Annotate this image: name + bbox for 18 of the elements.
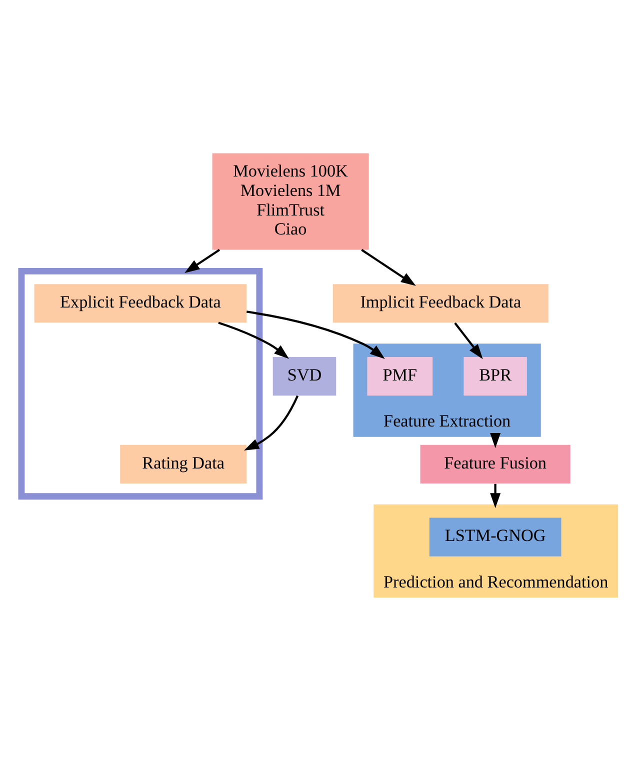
cluster [18, 268, 263, 500]
node-box: Movielens 100K Movielens 1M FlimTrust Ciao [212, 152, 369, 250]
arrow [246, 310, 385, 358]
arrow [361, 248, 416, 286]
node-box: Feature Fusion [420, 444, 570, 483]
arrow [184, 248, 220, 273]
node-box: BPR [464, 356, 527, 396]
arrow [490, 432, 501, 448]
arrow [244, 394, 299, 450]
node-box: Rating Data [120, 444, 247, 483]
node-box: LSTM-GNOG [429, 517, 562, 556]
arrow [454, 322, 483, 359]
node-box: Explicit Feedback Data [34, 284, 247, 322]
arrow [218, 321, 290, 358]
node-box: SVD [272, 356, 336, 396]
arrow [490, 483, 501, 508]
node-box: Implicit Feedback Data [332, 284, 548, 322]
node-box: PMF [367, 356, 433, 396]
